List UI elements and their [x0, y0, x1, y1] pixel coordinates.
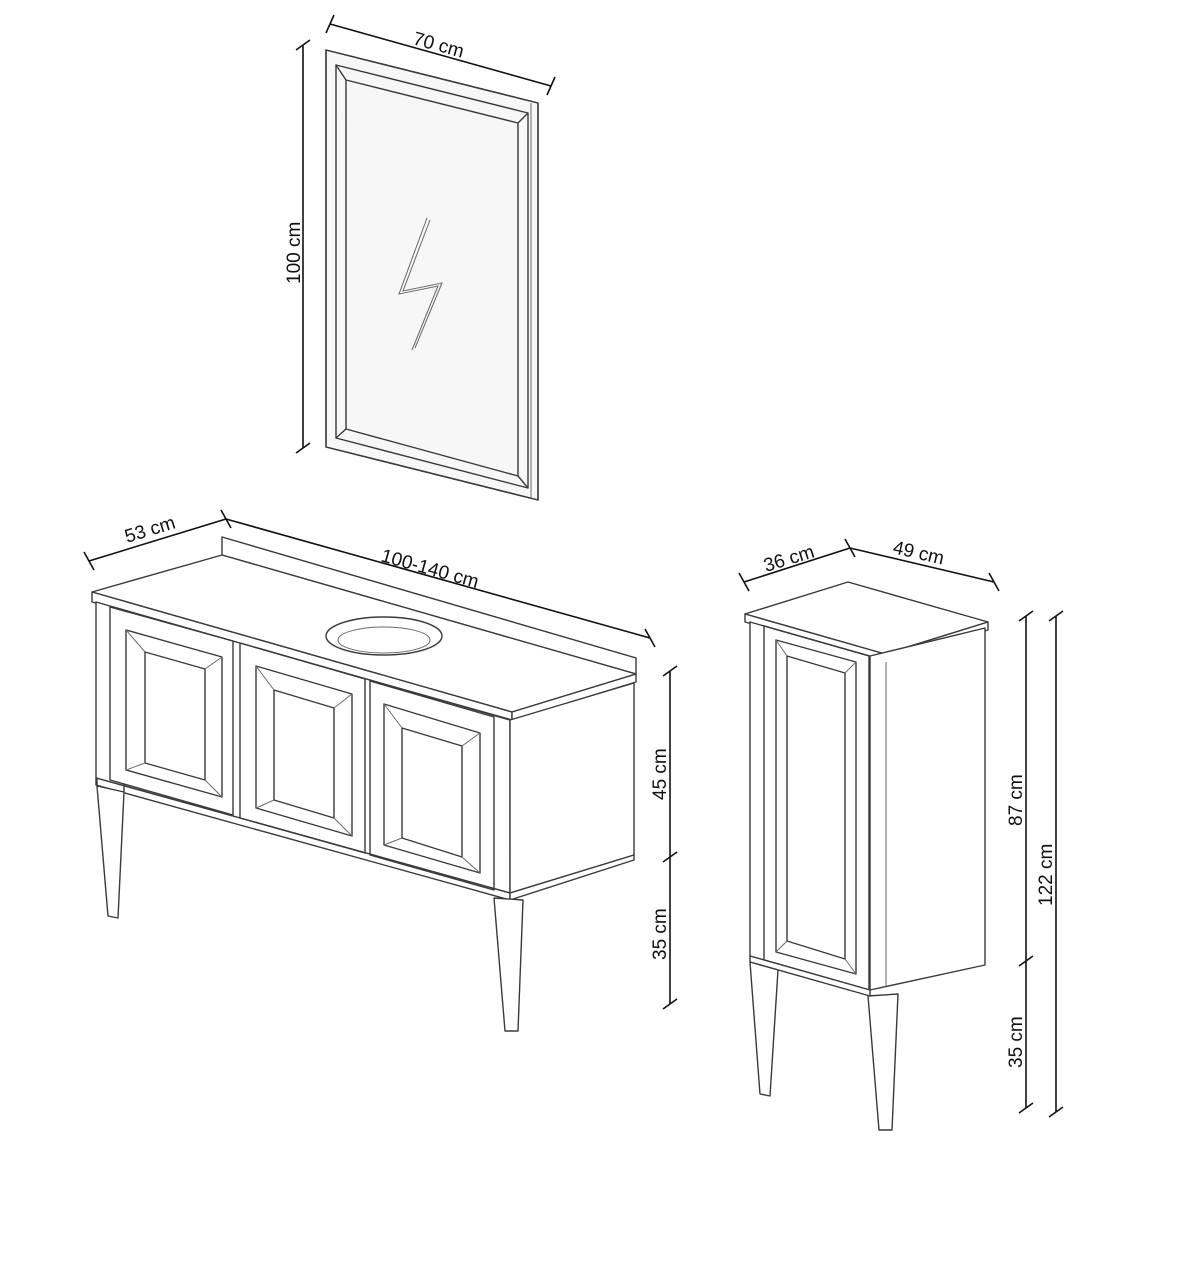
- vanity-leg-height-label: 35 cm: [650, 908, 671, 960]
- side-cabinet: [744, 581, 989, 1131]
- cabinet-depth-dimension: 36 cm: [738, 538, 856, 592]
- vanity-leg: [493, 897, 524, 1032]
- vanity-leg: [96, 785, 125, 919]
- cabinet-leg: [867, 993, 899, 1131]
- mirror: [325, 49, 539, 501]
- vanity-body-height-label: 45 cm: [650, 748, 671, 800]
- cabinet-width-dimension: 49 cm: [849, 537, 1000, 592]
- mirror-height-label: 100 cm: [284, 222, 305, 284]
- vanity-width-label: 100-140 cm: [379, 546, 481, 593]
- cabinet-total-height-label: 122 cm: [1036, 844, 1057, 906]
- cabinet-depth-label: 36 cm: [761, 542, 817, 577]
- vanity-unit: [91, 536, 637, 1032]
- mirror-height-dimension: 100 cm: [284, 39, 311, 454]
- cabinet-body-height-label: 87 cm: [1006, 774, 1027, 826]
- cabinet-body-height-dimension: 87 cm 35 cm: [1006, 610, 1034, 1114]
- cabinet-leg: [749, 961, 779, 1097]
- mirror-width-label: 70 cm: [411, 29, 466, 63]
- mirror-reflection-mark: [398, 217, 439, 351]
- vanity-basin: [325, 616, 443, 656]
- vanity-height-dimension: 45 cm 35 cm: [650, 665, 678, 1010]
- cabinet-leg-height-label: 35 cm: [1006, 1016, 1027, 1068]
- cabinet-total-height-dimension: 122 cm: [1036, 610, 1064, 1118]
